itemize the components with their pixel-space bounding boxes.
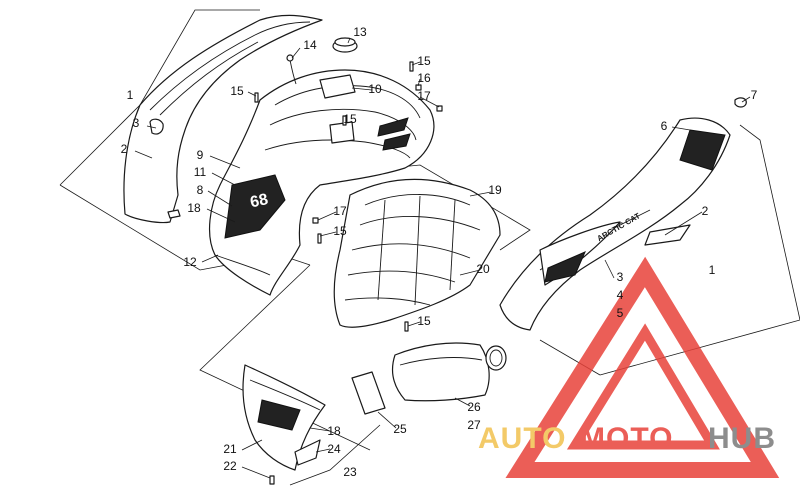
callout-1: 1 [709,263,716,277]
callout-10: 10 [368,82,382,96]
callout-19: 19 [488,183,502,197]
callout-17: 17 [333,204,347,218]
callout-15: 15 [417,314,431,328]
hood-cap [286,37,358,85]
callout-23: 23 [343,465,357,479]
callout-13: 13 [353,25,367,39]
callout-3: 3 [133,116,140,130]
lower-nose [242,364,326,485]
callout-12: 12 [183,255,197,269]
callout-14: 14 [303,38,317,52]
callout-7: 7 [751,88,758,102]
watermark-word-auto: AUTO [478,422,566,455]
callout-11: 11 [194,165,207,179]
callout-3: 3 [617,270,624,284]
callout-18: 18 [187,201,201,215]
callout-1: 1 [127,88,134,102]
callout-17: 17 [417,89,431,103]
callout-15: 15 [333,224,347,238]
air-duct [351,342,507,415]
right-side-panel: ARCTIC CAT [499,97,747,331]
callout-9: 9 [197,148,204,162]
watermark-word-hub: HUB [708,422,776,455]
callout-15: 15 [417,54,431,68]
callout-26: 26 [467,400,481,414]
callout-24: 24 [327,442,341,456]
front-hood: 68 [209,69,435,296]
left-side-panel [123,14,323,224]
callout-27: 27 [467,418,481,432]
watermark-word-moto: MOTO [580,422,673,455]
callout-6: 6 [661,119,668,133]
callout-2: 2 [702,204,709,218]
callout-20: 20 [476,262,490,276]
callout-25: 25 [393,422,407,436]
number-plate-text: 68 [249,191,270,211]
callout-15: 15 [343,112,357,126]
callout-8: 8 [197,183,204,197]
callout-15: 15 [230,84,244,98]
callout-2: 2 [121,142,128,156]
callout-4: 4 [617,288,624,302]
watermark: AUTO MOTO HUB [478,256,780,478]
callout-16: 16 [417,71,431,85]
leader-lines [134,37,751,479]
bolts [254,61,443,332]
callout-5: 5 [617,306,624,320]
callout-22: 22 [223,459,237,473]
inner-liner [333,178,501,328]
callout-21: 21 [223,442,237,456]
callout-18: 18 [327,424,341,438]
